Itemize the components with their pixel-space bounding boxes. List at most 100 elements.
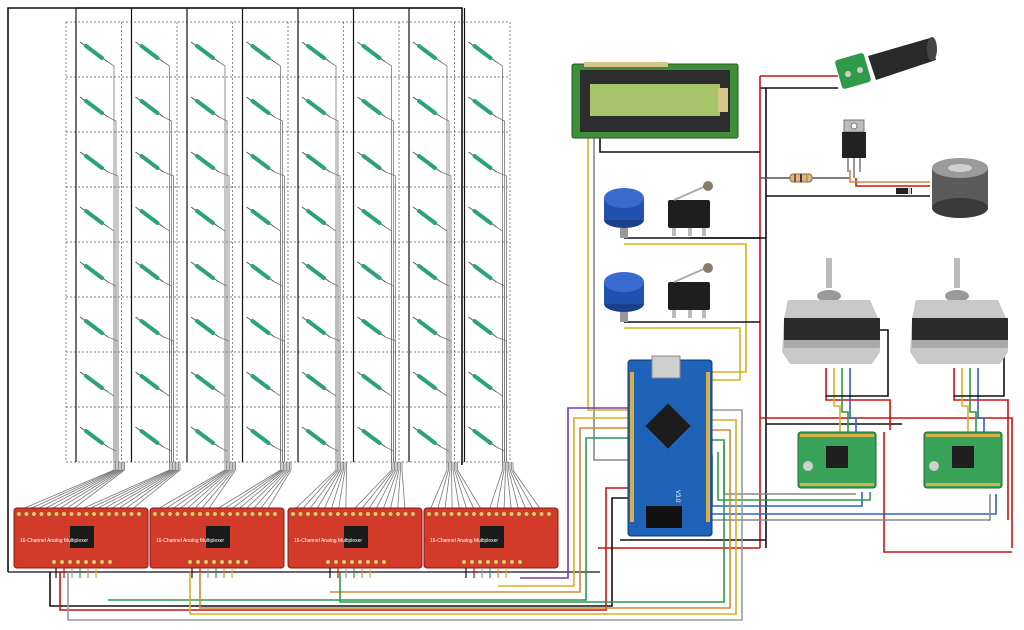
reed-wire [274,336,285,462]
wire-motor2-yellow [961,368,969,432]
mux-channel-wire [170,462,229,511]
reed-switch-icon [135,261,164,283]
wire-drv1-dir [717,452,871,501]
wire-red-driver2 [883,432,1012,553]
mux-board-icon: 16-Channel Analog Multiplexer [13,507,149,578]
reed-switch-icon [468,426,497,448]
stepper-motor-icon [910,258,1008,364]
wire-motor2-green [969,368,977,432]
reed-switch-icon [190,206,220,228]
diode-icon [896,188,912,194]
reed-switch-icon [79,371,109,393]
reed-wire [218,446,228,462]
mux-channel-wire [457,462,483,511]
reed-switch-icon [357,316,386,338]
mux-channel-wire [509,462,527,511]
reed-switch-icon [135,426,164,448]
mux-channel-wire [56,462,122,511]
wire-lcd-yellow [587,138,628,411]
reed-switch-icon [79,96,109,118]
reed-wire [107,391,115,462]
reed-wire [274,281,283,462]
wire-nano-mux-purple [520,407,628,579]
wire-red-to-drivers [760,417,1013,548]
wire-motor1-black [826,329,889,397]
wire-motor2-blue [977,368,985,432]
mux-channel-wire [155,462,226,511]
to220-transistor-icon [842,119,866,178]
right-side-wires [7,7,1013,621]
mux-board-label: 16-Channel Analog Multiplexer [294,538,362,544]
reed-switch-icon [468,151,497,173]
mux-channel-wire [259,462,290,511]
reed-switch-icon [301,96,331,118]
reed-switch-icon [79,316,109,338]
mux-channel-wire [452,462,460,511]
mux-board-label: 16-Channel Analog Multiplexer [430,538,498,544]
dc-barrel-jack-icon [835,37,937,89]
reed-switch-icon [357,41,386,63]
wire-btn1-yellow [624,243,747,373]
mux-channel-wire [64,462,124,511]
reed-wire [163,281,172,462]
reed-switch-icon [79,206,109,228]
mux-channel-wire [244,462,287,511]
reed-wire [385,281,394,462]
reed-switch-icon [79,151,109,173]
reed-switch-icon [190,151,220,173]
reed-switch-icon [190,371,220,393]
reed-wire [218,281,228,462]
reed-wire [163,336,174,462]
reed-switch-icon [357,151,386,173]
reed-switch-icon [135,206,164,228]
microswitch-icon [668,181,713,236]
mux-channel-wire [330,462,344,511]
reed-switch-icon [190,261,220,283]
electromagnet-icon [932,158,988,218]
wire-nano-mux-red [59,487,628,611]
mux-channel-wire [266,462,292,511]
mux-channel-wire [108,462,176,511]
reed-wire [163,391,170,462]
mux-channel-wire [130,462,181,511]
mux-channel-wire [34,462,118,511]
mux-channel-wire [512,462,542,511]
mux-channel-wire [86,462,172,511]
reed-wire [329,226,337,462]
lcd-16x2-icon [571,62,739,139]
mux-channel-wire [237,462,286,511]
mux-channel-wire [79,462,170,511]
mux-channel-wire [214,462,281,511]
mux-channel-wire [42,462,119,511]
reed-switch-icon [135,316,164,338]
reed-switch-icon [301,261,331,283]
reed-switch-icon [190,41,220,63]
mux-channel-wire [360,462,394,511]
wire-nano-mux-green2 [339,439,725,603]
reed-wire [385,336,396,462]
reed-switch-icon [135,151,164,173]
mux-channel-wire [338,462,346,511]
wire-motor1-yellow [833,368,841,432]
mux-channel-wire [19,462,115,511]
reed-wire [218,391,226,462]
mux-channel-wire [437,462,449,511]
reed-switch-icon [135,41,164,63]
mux-channel-wire [506,462,512,511]
reed-switch-icon [190,316,220,338]
mux-board-icon: 16-Channel Analog Multiplexer [149,507,285,578]
reed-switch-icon [468,261,497,283]
reed-switch-icon [412,96,442,118]
reed-switch-icon [412,261,442,283]
wire-nano-mux-yellow [498,417,628,587]
wire-nano-mux-black [49,497,628,607]
reed-switch-icon [301,206,331,228]
reed-wire [329,391,337,462]
mux-channel-wire [93,462,173,511]
reed-switch-icon [190,426,220,448]
reed-wire [107,226,115,462]
mux-channel-wire [251,462,289,511]
reed-wire [274,391,281,462]
reed-wire [496,336,507,462]
